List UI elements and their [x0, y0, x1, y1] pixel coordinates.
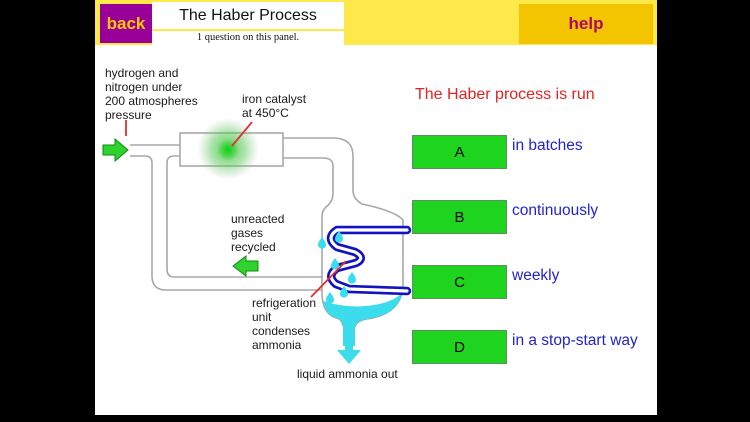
question-prompt: The Haber process is run [415, 86, 595, 103]
refrigeration-label-line: condenses [252, 324, 311, 338]
back-button[interactable]: back [100, 4, 152, 43]
option-label-d: in a stop-start way [512, 332, 638, 349]
unreacted-gases-label: unreacted gases recycled [231, 212, 284, 254]
feed-in-arrow [102, 137, 129, 163]
annotation-pointer-lines [125, 120, 347, 298]
option-label-a: in batches [512, 137, 583, 154]
recycle-label-line: unreacted [231, 212, 285, 226]
feed-label-line: nitrogen under [105, 80, 183, 94]
catalyst-label-line: at 450°C [242, 106, 289, 120]
refrigeration-label-line: refrigeration [252, 296, 317, 310]
haber-process-diagram [102, 118, 412, 364]
ammonia-out-arrow [337, 346, 361, 364]
refrigeration-label-line: ammonia [252, 338, 302, 352]
page-title: The Haber Process [152, 2, 344, 29]
recycle-label-line: gases [231, 226, 264, 240]
option-button-a[interactable]: A [412, 135, 507, 169]
option-button-c[interactable]: C [412, 265, 507, 299]
header-bar: back The Haber Process 1 question on thi… [95, 0, 657, 45]
feed-conditions-label: hydrogen and nitrogen under 200 atmosphe… [105, 66, 198, 122]
help-button[interactable]: help [519, 4, 653, 44]
feed-label-line: 200 atmospheres [105, 94, 198, 108]
panel-subtitle: 1 question on this panel. [152, 31, 344, 45]
option-button-d[interactable]: D [412, 330, 507, 364]
refrigeration-coil [326, 225, 412, 296]
recycle-label-line: recycled [231, 240, 276, 254]
feed-label-line: hydrogen and [105, 66, 179, 80]
feed-label-line: pressure [105, 108, 152, 122]
catalyst-label-line: iron catalyst [242, 92, 307, 106]
app-window: back The Haber Process 1 question on thi… [95, 0, 657, 415]
refrigeration-unit-label: refrigeration unit condenses ammonia [252, 296, 316, 352]
iron-catalyst-label: iron catalyst at 450°C [242, 92, 306, 120]
refrigeration-label-line: unit [252, 310, 272, 324]
option-label-b: continuously [512, 202, 599, 219]
liquid-ammonia-pool [323, 288, 402, 327]
recycle-arrow [232, 254, 259, 278]
liquid-ammonia-out-label: liquid ammonia out [297, 367, 398, 381]
option-button-b[interactable]: B [412, 200, 507, 234]
option-label-c: weekly [512, 267, 560, 284]
ammonia-outlet-tube [343, 316, 355, 346]
